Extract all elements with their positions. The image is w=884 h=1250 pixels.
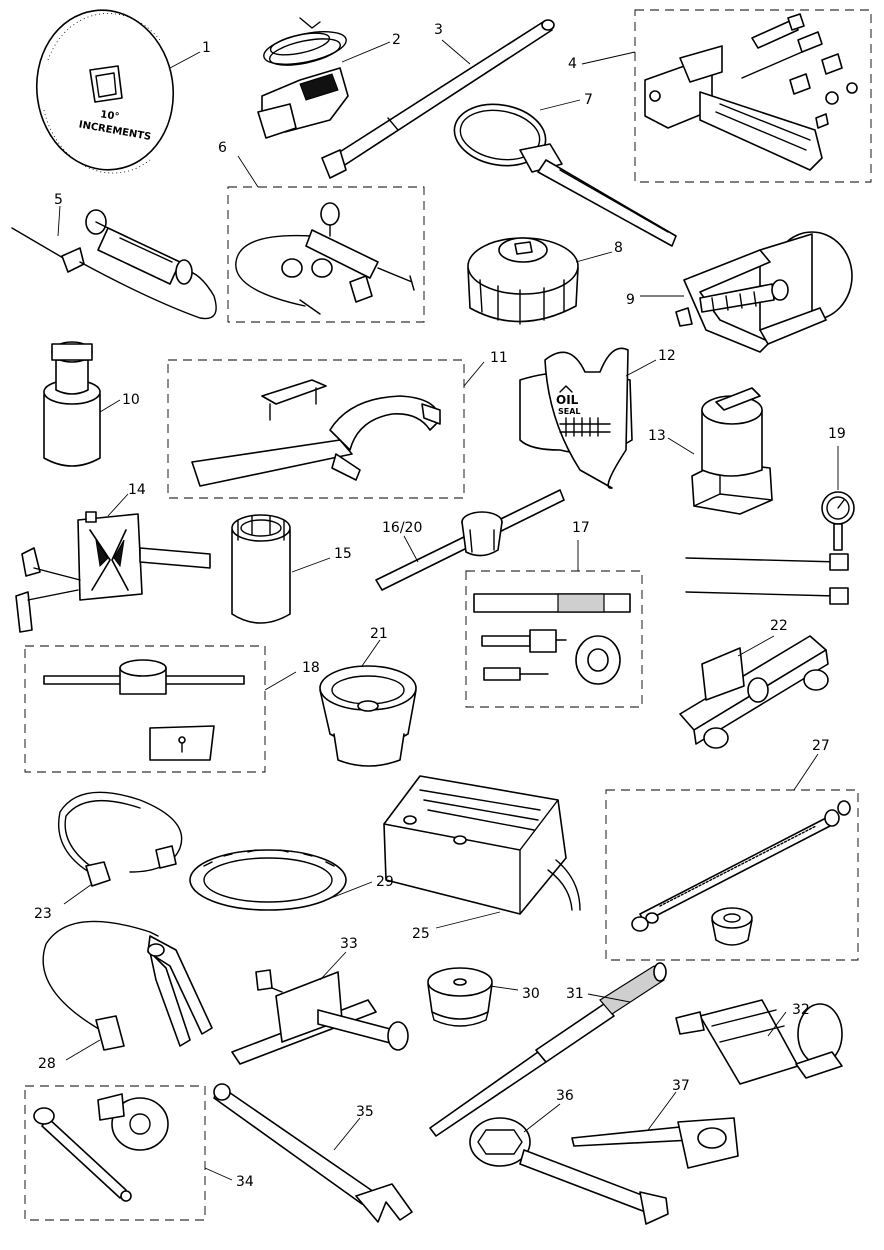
- callout-4: 4: [568, 56, 577, 72]
- callout-21: 21: [370, 626, 388, 642]
- socket-tool-10: [43, 341, 101, 467]
- group-box-11: [167, 359, 465, 499]
- callout-18: 18: [302, 660, 320, 676]
- alignment-plate-22: [679, 635, 829, 749]
- group-box-18: [24, 645, 266, 773]
- callout-16-20: 16/20: [382, 520, 422, 536]
- chain-tool-set: [644, 13, 858, 171]
- bearing-puller: [675, 231, 853, 353]
- callout-33: 33: [340, 936, 358, 952]
- long-extension-bar: [321, 19, 555, 179]
- die-holder-and-plate-18: [43, 659, 245, 761]
- callout-9: 9: [626, 292, 635, 308]
- callout-15: 15: [334, 546, 352, 562]
- callout-25: 25: [412, 926, 430, 942]
- cup-tool-30: [427, 967, 493, 1027]
- callout-13: 13: [648, 428, 666, 444]
- callout-17: 17: [572, 520, 590, 536]
- callout-30: 30: [522, 986, 540, 1002]
- callout-8: 8: [614, 240, 623, 256]
- degree-disc-tool: 10° INCREMENTS: [35, 9, 175, 174]
- locking-ring-29: [189, 849, 347, 911]
- pressure-test-kit: [235, 202, 415, 315]
- diagnostic-interface-cable: [257, 17, 349, 139]
- callout-12: 12: [658, 348, 676, 364]
- knurled-drift-31: [429, 962, 667, 1137]
- press-bar-33: [231, 969, 409, 1065]
- open-spanner-35: [213, 1083, 413, 1223]
- pressure-gauge-19: [685, 491, 855, 605]
- callout-11: 11: [490, 350, 508, 366]
- callout-37: 37: [672, 1078, 690, 1094]
- callout-10: 10: [122, 392, 140, 408]
- hex-driver-13: [691, 387, 773, 515]
- slide-hammer-32: [675, 999, 843, 1085]
- callout-1: 1: [202, 40, 211, 56]
- oil-filter-strap-wrench: [453, 103, 677, 247]
- c-spanner-and-bracket: [191, 379, 441, 487]
- callout-7: 7: [584, 92, 593, 108]
- callout-14: 14: [128, 482, 146, 498]
- callout-32: 32: [792, 1002, 810, 1018]
- callout-31: 31: [566, 986, 584, 1002]
- callout-6: 6: [218, 140, 227, 156]
- callout-28: 28: [38, 1056, 56, 1072]
- cup-tool-21: [319, 665, 417, 767]
- drive-adaptor-kit-34: [33, 1093, 169, 1202]
- dial-degrees-text: 10°: [100, 109, 120, 123]
- oil-seal-oil-text: OIL: [556, 393, 579, 407]
- t-handle-holder-16-20: [375, 489, 565, 591]
- oil-filter-cup-wrench: [467, 237, 579, 325]
- group-box-6: [227, 186, 425, 323]
- callout-27: 27: [812, 738, 830, 754]
- group-box-27: [605, 789, 859, 961]
- callout-19: 19: [828, 426, 846, 442]
- electronic-module-25: [383, 775, 581, 915]
- callout-2: 2: [392, 32, 401, 48]
- callout-3: 3: [434, 22, 443, 38]
- callout-34: 34: [236, 1174, 254, 1190]
- tool-set-17: [473, 593, 631, 685]
- callout-29: 29: [376, 874, 394, 890]
- ring-spanner-36: [469, 1117, 669, 1225]
- group-box-4: [634, 9, 872, 183]
- callout-35: 35: [356, 1104, 374, 1120]
- callout-22: 22: [770, 618, 788, 634]
- pliers-with-cable-28: [42, 920, 213, 1051]
- lever-tool-37: [571, 1117, 739, 1169]
- harness-cable-23: [58, 791, 183, 887]
- callout-23: 23: [34, 906, 52, 922]
- oil-seal-seal-text: SEAL: [558, 407, 581, 416]
- group-box-17: [465, 570, 643, 708]
- callout-5: 5: [54, 192, 63, 208]
- clamp-fixture-14: [15, 511, 211, 633]
- callout-numbers: 1 2 3 4 5 6 7 8 9 10 11 12 13 14 15 16/2…: [34, 22, 846, 1190]
- callout-36: 36: [556, 1088, 574, 1104]
- oil-seal-fitting-tool: OIL SEAL: [519, 347, 633, 489]
- long-stud-kit-27: [631, 800, 851, 946]
- group-box-34: [24, 1085, 206, 1221]
- castellated-socket-15: [231, 514, 291, 624]
- leader-lines: [57, 39, 839, 1181]
- oil-syringe-pump: [11, 209, 217, 320]
